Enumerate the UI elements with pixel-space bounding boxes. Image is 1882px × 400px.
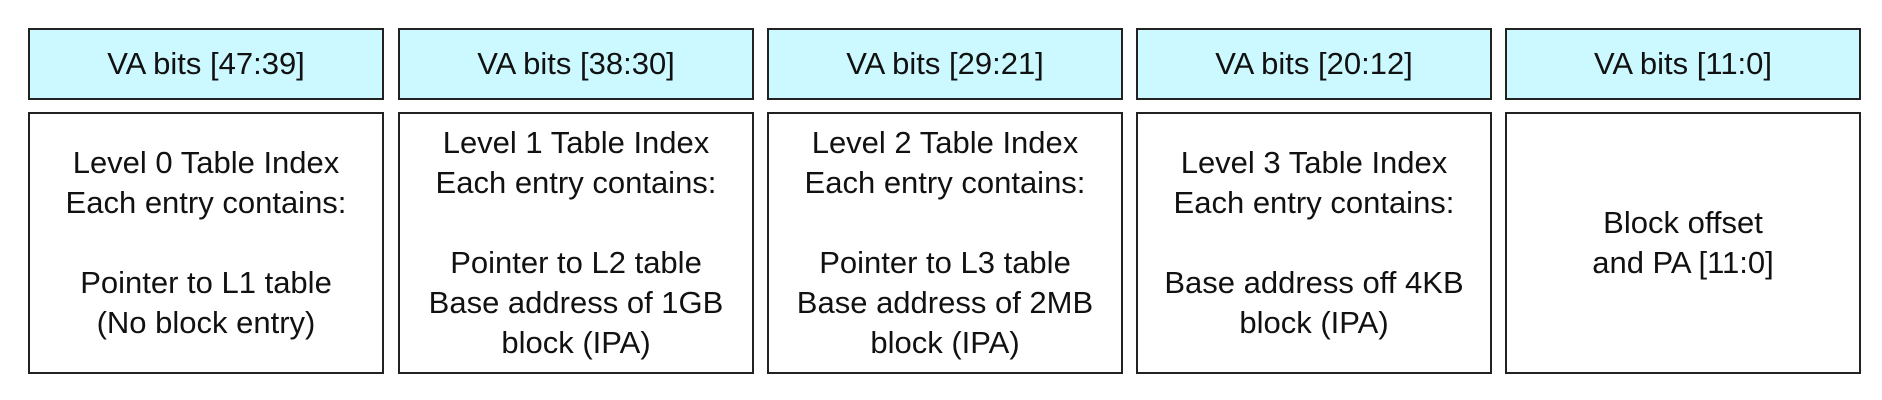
body-line: Base address of 1GB <box>428 285 724 320</box>
body-line: Pointer to L1 table <box>80 265 332 300</box>
column-body: Level 3 Table Index Each entry contains:… <box>1136 112 1492 374</box>
column-body: Level 1 Table Index Each entry contains:… <box>398 112 754 374</box>
body-line: Level 1 Table Index <box>442 125 710 160</box>
column-body: Level 0 Table Index Each entry contains:… <box>28 112 384 374</box>
body-line: Pointer to L2 table <box>450 245 702 280</box>
body-line: Each entry contains: <box>1173 185 1455 220</box>
column-body: Block offset and PA [11:0] <box>1505 112 1861 374</box>
body-line: block (IPA) <box>501 325 651 360</box>
body-line: Each entry contains: <box>804 165 1086 200</box>
body-line: and PA [11:0] <box>1592 245 1774 280</box>
body-line: Base address of 2MB <box>796 285 1094 320</box>
body-line: Pointer to L3 table <box>819 245 1071 280</box>
body-line: Base address off 4KB <box>1164 265 1464 300</box>
body-line: Block offset <box>1603 205 1763 240</box>
body-line: block (IPA) <box>1239 305 1389 340</box>
body-line: Level 2 Table Index <box>811 125 1079 160</box>
column-header: VA bits [47:39] <box>28 28 384 100</box>
column-header: VA bits [38:30] <box>398 28 754 100</box>
body-line: (No block entry) <box>96 305 316 340</box>
body-line: Each entry contains: <box>435 165 717 200</box>
column-header: VA bits [11:0] <box>1505 28 1861 100</box>
column-body: Level 2 Table Index Each entry contains:… <box>767 112 1123 374</box>
body-line: Level 0 Table Index <box>72 145 340 180</box>
column-header: VA bits [29:21] <box>767 28 1123 100</box>
body-line: Each entry contains: <box>65 185 347 220</box>
body-line: block (IPA) <box>870 325 1020 360</box>
body-line: Level 3 Table Index <box>1180 145 1448 180</box>
column-header: VA bits [20:12] <box>1136 28 1492 100</box>
